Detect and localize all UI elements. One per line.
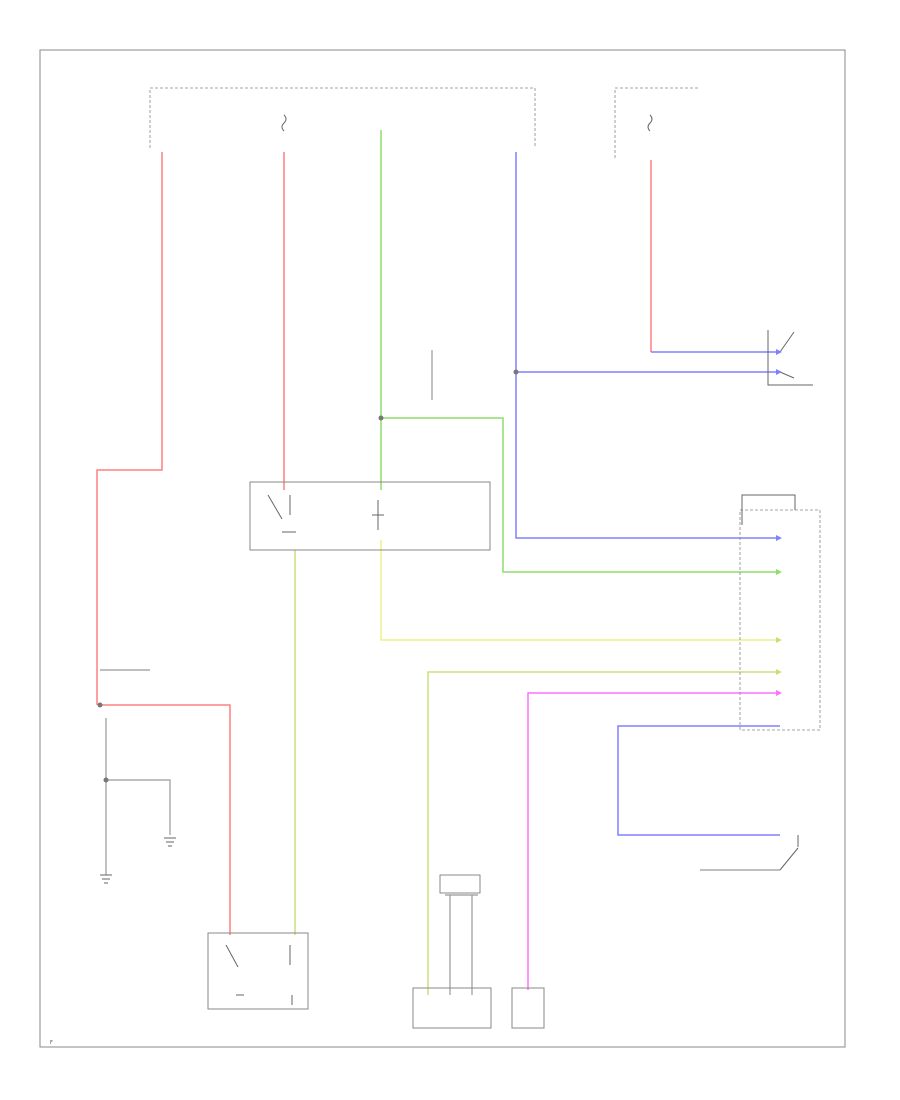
ground-symbol-left bbox=[100, 874, 112, 884]
connector-box-center bbox=[412, 987, 492, 1029]
diagram-frame bbox=[39, 49, 846, 1048]
starter-switch-symbol bbox=[225, 944, 293, 1005]
connector-box-right bbox=[511, 987, 545, 1029]
ignition-switch-symbol bbox=[767, 330, 813, 386]
wire-red-left bbox=[96, 152, 231, 935]
splice-dot-blue bbox=[513, 369, 519, 375]
terminal-arrows bbox=[776, 349, 782, 541]
terminal-arrows-green bbox=[776, 569, 782, 575]
splice-dot-red bbox=[97, 702, 103, 708]
clutch-switch-symbol bbox=[779, 835, 799, 871]
starter-relay-box bbox=[249, 481, 491, 551]
connector-box-switch bbox=[439, 874, 481, 894]
terminal-arrows-yellow bbox=[776, 637, 782, 675]
splice-dot-gray bbox=[103, 777, 109, 783]
fuse-symbol-left bbox=[281, 114, 287, 132]
wire-blue-main bbox=[515, 152, 780, 539]
fuse-symbol-right bbox=[647, 114, 653, 132]
ground-symbol-center bbox=[164, 837, 176, 847]
relay-switch-symbol bbox=[267, 494, 296, 533]
wire-magenta bbox=[527, 692, 780, 990]
wire-yellow-green-right bbox=[427, 671, 780, 995]
terminal-arrows-magenta bbox=[776, 690, 782, 696]
wire-gray-left bbox=[105, 718, 171, 875]
fuse-box-outline-left bbox=[149, 87, 536, 148]
fuse-box-outline-right bbox=[614, 87, 700, 158]
range-sensor-bracket bbox=[741, 494, 796, 525]
starter-motor-box bbox=[207, 932, 309, 1010]
transmission-range-sensor-box bbox=[739, 509, 821, 731]
wire-blue-lower bbox=[617, 725, 780, 836]
splice-dot-green bbox=[378, 415, 384, 421]
wire-gray-ground bbox=[431, 350, 780, 871]
page-id: F bbox=[50, 1040, 53, 1046]
wire-yellow bbox=[380, 540, 780, 641]
wire-green bbox=[380, 130, 780, 573]
relay-coil-symbol bbox=[372, 500, 384, 530]
wire-gray-switch-leads bbox=[445, 894, 478, 995]
